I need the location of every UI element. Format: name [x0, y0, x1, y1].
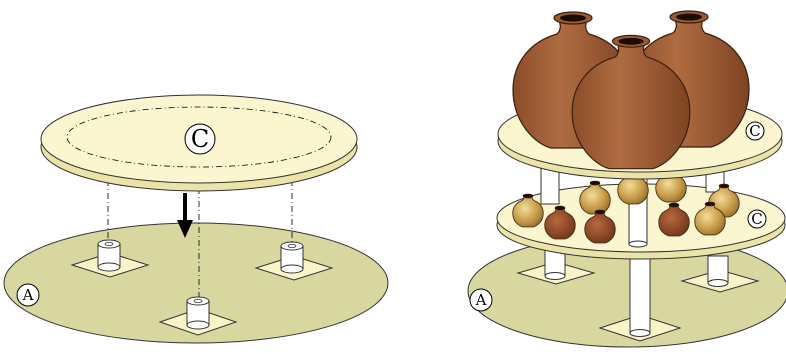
- large-jars: [513, 11, 749, 169]
- right-top-label: C: [749, 122, 760, 140]
- right-figure: C C A: [468, 11, 786, 347]
- left-base-label: A: [22, 286, 34, 304]
- right-middle-label: C: [751, 210, 762, 228]
- right-base-label: A: [475, 291, 487, 309]
- left-plate-label: C: [191, 125, 209, 153]
- left-top-plate: C: [41, 95, 357, 191]
- left-figure: C A: [4, 95, 388, 343]
